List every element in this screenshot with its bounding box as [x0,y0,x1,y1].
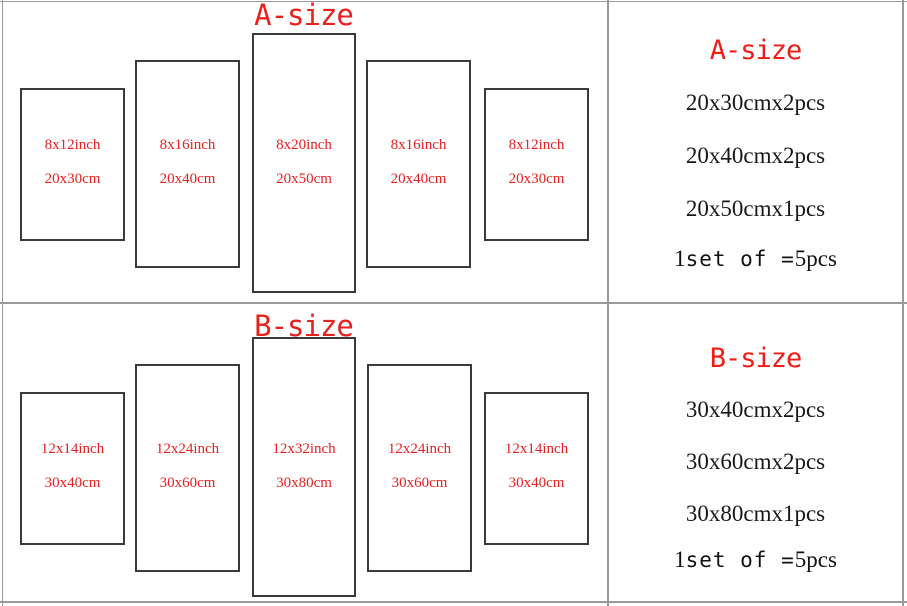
summary-b: B-size 30x40cmx2pcs 30x60cmx2pcs 30x80cm… [609,304,902,606]
summary-a-line-3: 20x50cmx1pcs [685,196,826,221]
summary-a-line-1: 20x30cmx2pcs [685,90,826,115]
summary-b-total: 1set of =5pcs [609,547,902,573]
summary-a-title: A-size [709,35,803,66]
panel-b-3: 12x32inch 30x80cm [252,337,356,597]
section-b-diagram: B-size 12x14inch 30x40cm 12x24inch 30x60… [0,304,607,606]
summary-b-total-mono: set of = [685,548,795,572]
panel-b-3-inch: 12x32inch [272,441,336,457]
panel-a-4-inch: 8x16inch [390,137,447,153]
summary-a-total-prefix: 1 [674,246,686,271]
summary-a-total-mono: set of = [685,247,795,271]
panel-a-5-cm: 20x30cm [508,171,565,187]
panel-b-2-cm: 30x60cm [159,475,216,491]
panel-b-1: 12x14inch 30x40cm [20,392,125,545]
panel-b-4-cm: 30x60cm [391,475,448,491]
panel-a-1-inch: 8x12inch [44,137,101,153]
panel-b-3-cm: 30x80cm [276,475,332,491]
panel-a-3-cm: 20x50cm [276,171,332,187]
summary-a-line-2: 20x40cmx2pcs [685,143,826,168]
section-a-diagram: A-size 8x12inch 20x30cm 8x16inch 20x40cm… [0,0,607,302]
panel-a-3: 8x20inch 20x50cm [252,33,356,293]
panel-a-1: 8x12inch 20x30cm [20,88,125,241]
section-a-title: A-size [254,0,354,32]
panel-b-4-inch: 12x24inch [387,441,452,457]
frame-bottom-border [0,601,907,603]
panel-a-2-inch: 8x16inch [159,137,216,153]
summary-b-total-prefix: 1 [674,547,686,572]
panel-b-2: 12x24inch 30x60cm [135,364,240,572]
vertical-divider [607,0,609,606]
panel-a-5: 8x12inch 20x30cm [484,88,589,241]
panel-b-5: 12x14inch 30x40cm [484,392,589,545]
panel-a-2: 8x16inch 20x40cm [135,60,240,268]
summary-a-total-suffix: 5pcs [794,246,837,271]
panel-a-3-inch: 8x20inch [276,137,332,153]
panel-a-5-inch: 8x12inch [508,137,565,153]
panel-b-5-cm: 30x40cm [508,475,565,491]
summary-b-line-3: 30x80cmx1pcs [685,501,826,526]
horizontal-divider [0,302,907,304]
panel-b-1-cm: 30x40cm [44,475,101,491]
panel-a-4: 8x16inch 20x40cm [366,60,471,268]
panel-a-1-cm: 20x30cm [44,171,101,187]
panel-b-1-inch: 12x14inch [40,441,105,457]
panel-b-4: 12x24inch 30x60cm [367,364,472,572]
panel-b-2-inch: 12x24inch [155,441,220,457]
frame-top-border [0,1,907,2]
summary-b-total-suffix: 5pcs [794,547,837,572]
summary-a: A-size 20x30cmx2pcs 20x40cmx2pcs 20x50cm… [609,0,902,302]
section-b-title: B-size [254,309,354,343]
summary-b-line-2: 30x60cmx2pcs [685,449,826,474]
summary-b-line-1: 30x40cmx2pcs [685,397,826,422]
summary-a-total: 1set of =5pcs [609,246,902,272]
panel-a-4-cm: 20x40cm [390,171,447,187]
panel-a-2-cm: 20x40cm [159,171,216,187]
panel-b-5-inch: 12x14inch [504,441,569,457]
summary-b-title: B-size [709,343,803,374]
